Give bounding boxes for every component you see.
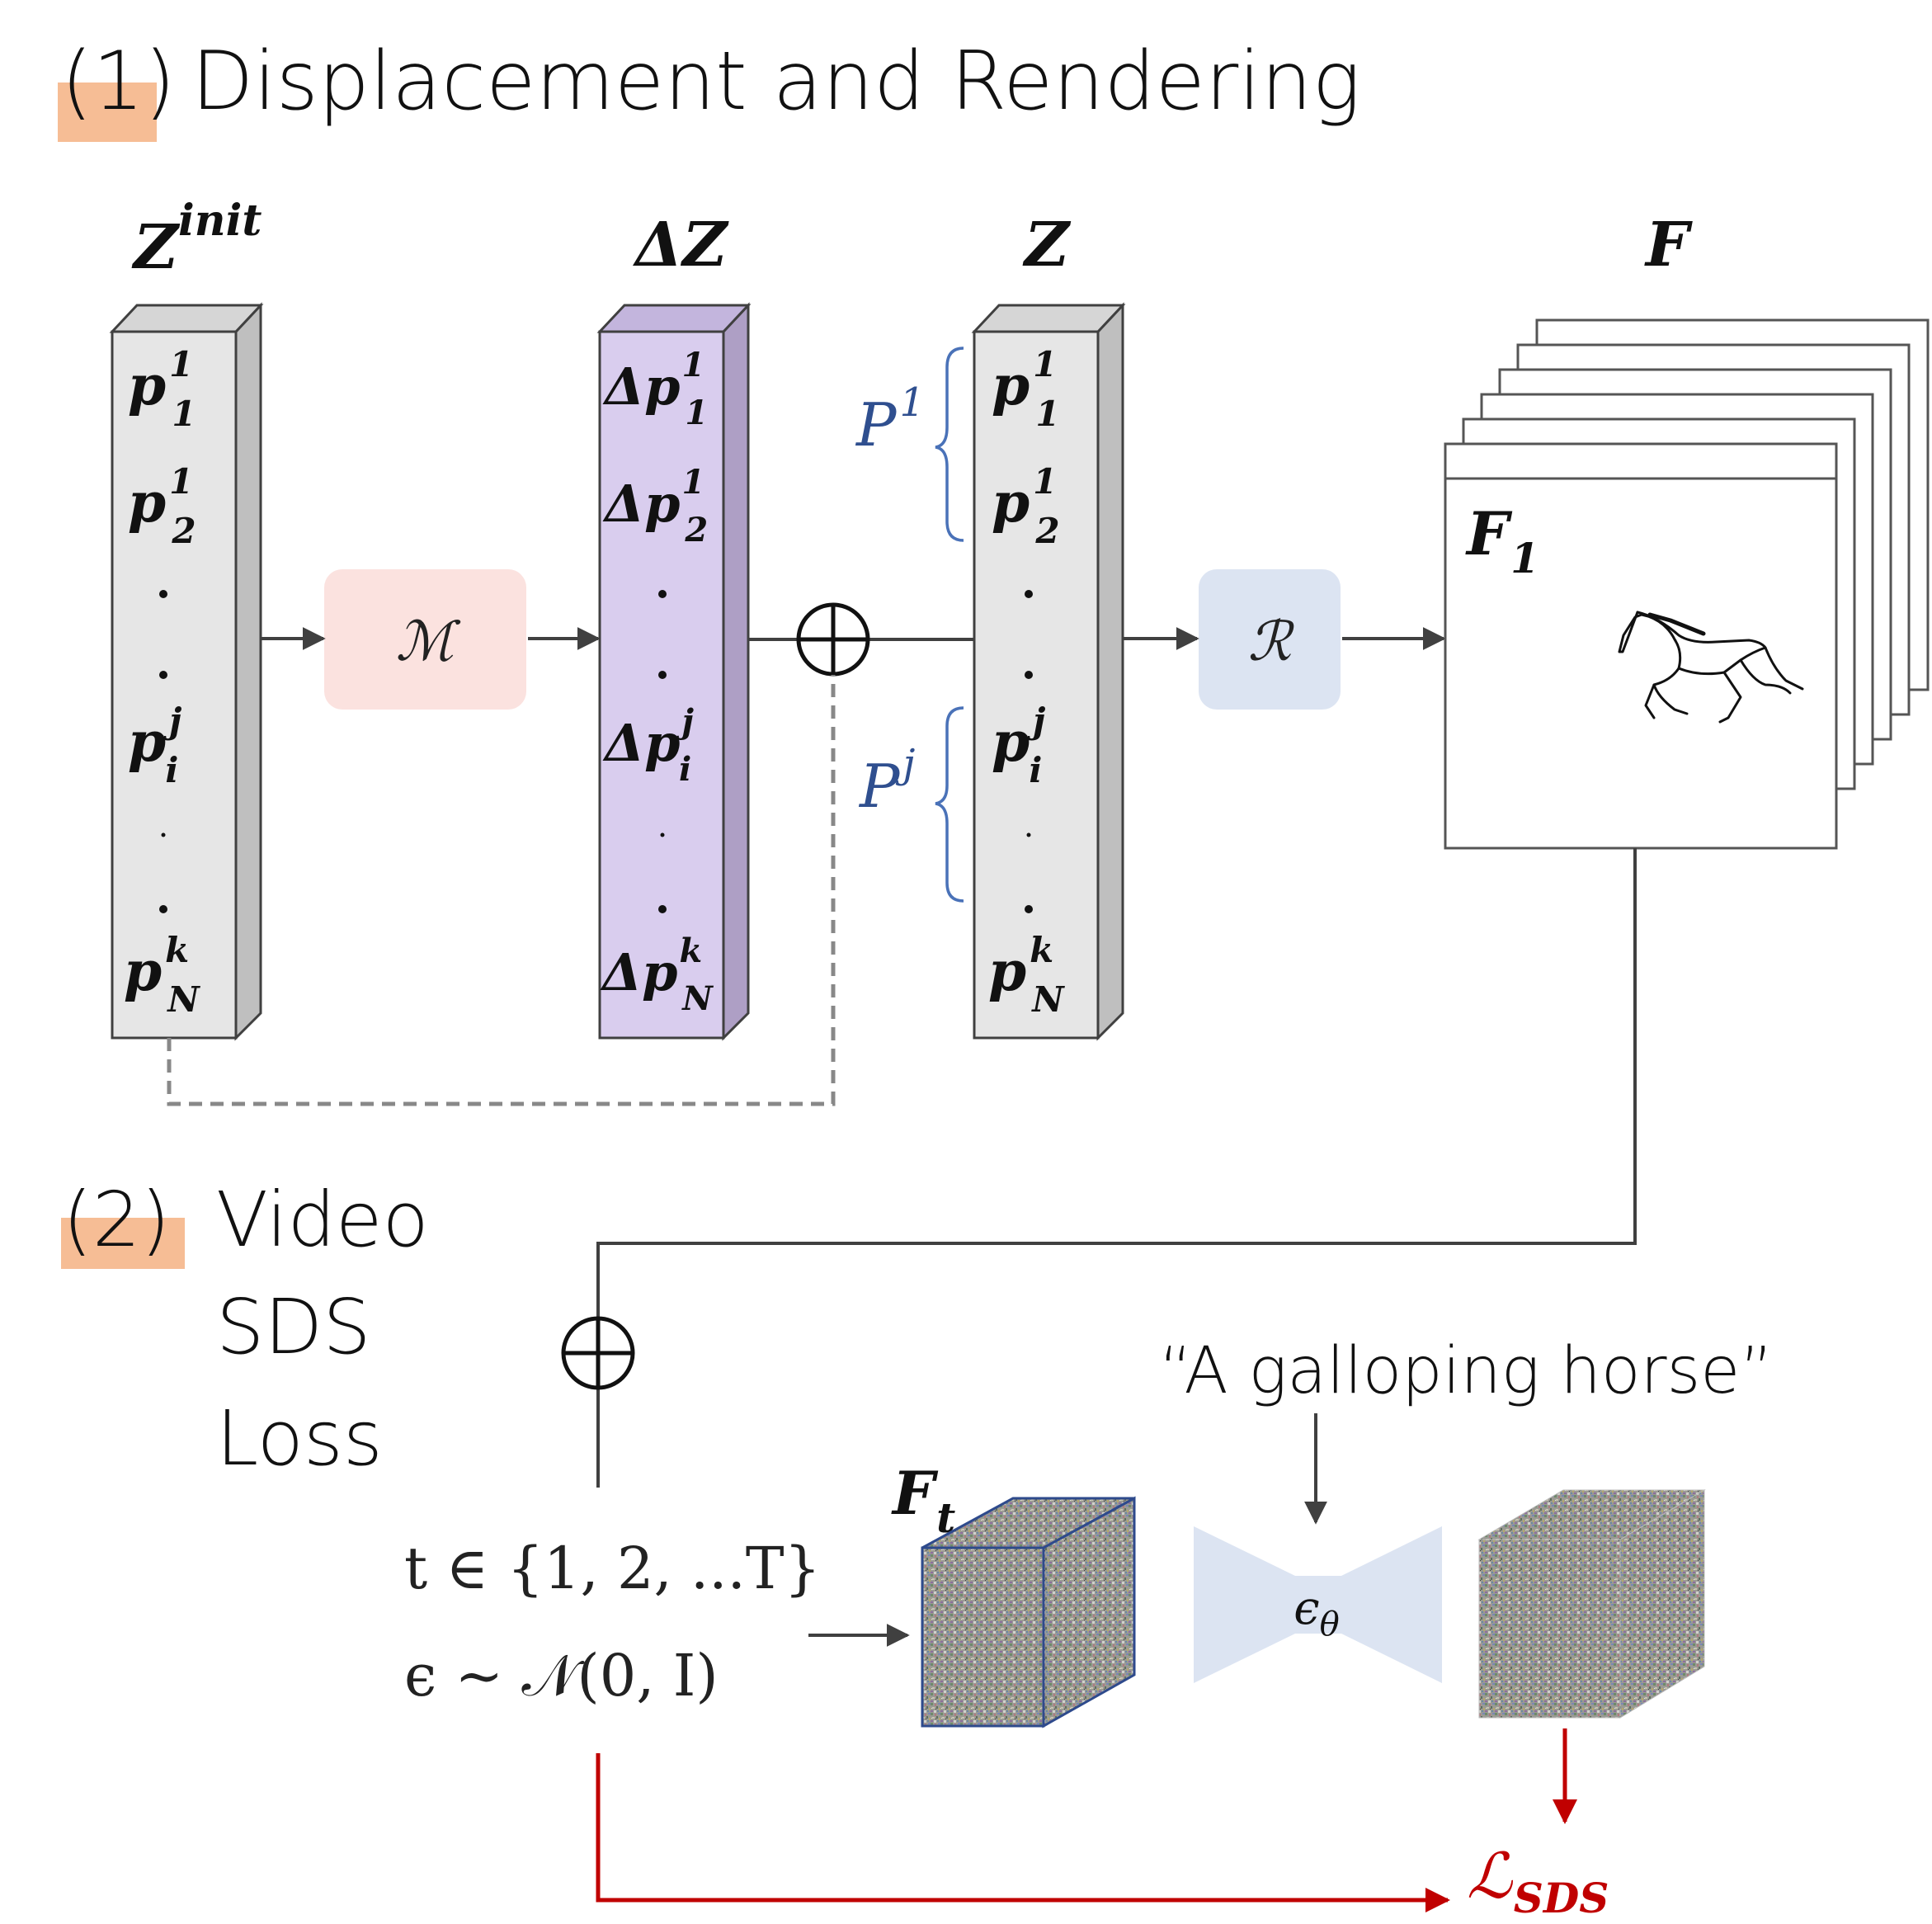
brace-pj bbox=[935, 706, 964, 903]
z-dot-3 bbox=[1026, 832, 1031, 837]
section1-number: (1) bbox=[61, 35, 176, 129]
section1-highlight bbox=[58, 83, 157, 142]
group-label-pj: Pj bbox=[858, 741, 915, 821]
section2-line2: SDS bbox=[216, 1283, 371, 1371]
label-delta-z: ΔZ bbox=[632, 210, 729, 281]
module-m bbox=[324, 569, 526, 710]
horse-sketch-icon bbox=[1618, 611, 1804, 724]
section2-line1: Video bbox=[216, 1176, 429, 1264]
loss-label: ℒSDS bbox=[1467, 1839, 1609, 1922]
predicted-noise-cube bbox=[1477, 1489, 1706, 1719]
z-dot-2 bbox=[1025, 671, 1033, 679]
label-z: Z bbox=[1022, 210, 1072, 281]
section2-number: (2) bbox=[63, 1176, 170, 1264]
zinit-dot-3 bbox=[161, 832, 166, 837]
module-r bbox=[1199, 569, 1341, 710]
zinit-dot-2 bbox=[159, 671, 167, 679]
z-dot-1 bbox=[1025, 590, 1033, 598]
noise-epsilon: ϵ ~ 𝒩(0, I) bbox=[404, 1642, 719, 1709]
dashed-skip-connection bbox=[167, 675, 836, 1106]
group-label-p1: P1 bbox=[855, 380, 925, 460]
arrow-noise-to-loss bbox=[596, 1753, 1450, 1912]
delta-z-dot-3 bbox=[660, 832, 665, 837]
delta-z-dot-1 bbox=[658, 590, 667, 598]
zinit-column bbox=[109, 302, 264, 1041]
frame-1 bbox=[1444, 477, 1838, 850]
module-r-label: ℛ bbox=[1248, 610, 1295, 673]
ft-noise-cube bbox=[921, 1496, 1136, 1728]
section1-title: Displacement and Rendering bbox=[191, 35, 1360, 129]
brace-p1 bbox=[935, 347, 964, 542]
text-prompt: “A galloping horse” bbox=[1159, 1334, 1774, 1408]
label-zinit: Zinit bbox=[131, 196, 262, 283]
section2-highlight bbox=[61, 1218, 185, 1269]
delta-z-dot-2 bbox=[658, 671, 667, 679]
frame-1-label: F1 bbox=[1465, 498, 1539, 582]
unet-label: ϵθ bbox=[1293, 1582, 1339, 1643]
module-m-label: ℳ bbox=[396, 610, 461, 673]
zinit-dot-4 bbox=[159, 905, 167, 913]
delta-z-dot-4 bbox=[658, 905, 667, 913]
delta-z-column bbox=[596, 302, 752, 1041]
section2-line3: Loss bbox=[216, 1394, 383, 1483]
zinit-dot-1 bbox=[159, 590, 167, 598]
z-column bbox=[971, 302, 1126, 1041]
z-dot-4 bbox=[1025, 905, 1033, 913]
label-f: F bbox=[1644, 210, 1693, 281]
ft-label: Ft bbox=[891, 1458, 955, 1542]
unet-denoiser bbox=[1194, 1526, 1442, 1683]
noise-timestep: t ∈ {1, 2, ...T} bbox=[404, 1535, 821, 1602]
